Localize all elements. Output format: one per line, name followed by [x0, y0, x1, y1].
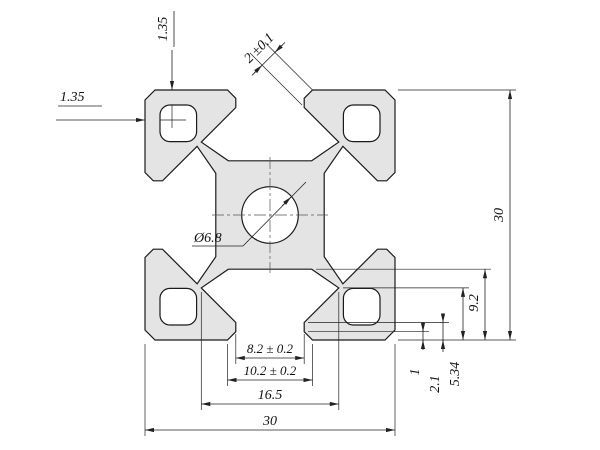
corner-hole-top-left [159, 104, 198, 143]
dim-wall-top-label: 1.35 [156, 17, 171, 42]
profile-section [144, 89, 396, 341]
dim-slot-lip-label: 2 ±0.1 [242, 31, 278, 67]
dim-chamfer-label: 1 [408, 369, 423, 376]
dim-overall-width: 30 [144, 344, 396, 436]
dim-opening-outer-label: 10.2 ± 0.2 [244, 363, 297, 378]
dim-overall-width-label: 30 [262, 414, 277, 429]
dim-cavity-width: 16.5 [200, 292, 340, 410]
dim-wall-left: 1.35 [56, 90, 186, 123]
dim-wall-left-label: 1.35 [60, 90, 85, 105]
dim-slot-lip-arrow-2 [274, 44, 284, 53]
dim-center-bore-arrow [281, 196, 292, 207]
dim-center-bore: Ø6.8 [192, 181, 307, 247]
dim-slot-lip-arrow-1 [253, 65, 263, 74]
dim-opening-inner: 8.2 ± 0.2 [235, 334, 305, 364]
dim-wall-top: 1.35 [156, 11, 175, 128]
dim-slot-depth-label: 9.2 [467, 294, 482, 312]
dim-slot-lip-extension-2 [264, 42, 313, 91]
dim-slot-depth: 9.2 [316, 268, 491, 340]
dim-cavity-width-label: 16.5 [258, 388, 283, 403]
dim-lip-height-label: 2.1 [428, 375, 443, 393]
dim-lip-height: 2.1 [308, 313, 449, 393]
dim-slot-lip: 2 ±0.1 [242, 31, 313, 106]
dim-overall-height: 30 [398, 89, 516, 341]
dim-opening-inner-label: 8.2 ± 0.2 [247, 341, 294, 356]
dimension-annotations: 1.35 1.35 2 ±0.1 Ø6.8 [56, 11, 516, 436]
dim-pocket-depth: 5.34 [343, 287, 469, 387]
dim-opening-outer: 10.2 ± 0.2 [227, 344, 313, 386]
dim-center-bore-label: Ø6.8 [193, 231, 222, 246]
corner-hole-bottom-right [342, 287, 381, 326]
dim-overall-height-label: 30 [492, 208, 507, 223]
dim-chamfer: 1 [308, 322, 429, 376]
corner-hole-top-right [342, 104, 381, 143]
dim-pocket-depth-label: 5.34 [448, 362, 463, 387]
corner-hole-bottom-left [159, 287, 198, 326]
dim-center-bore-leader [242, 181, 307, 247]
dim-slot-lip-extension-1 [249, 52, 303, 106]
